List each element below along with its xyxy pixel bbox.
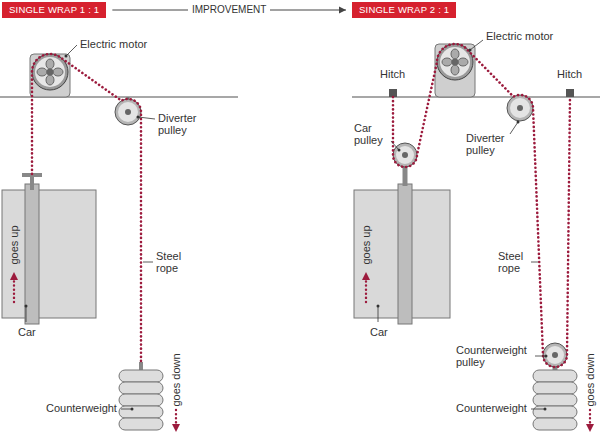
part-label: Steel rope (498, 250, 532, 274)
pulley-face (396, 146, 414, 164)
edge-label: IMPROVEMENT (188, 4, 270, 16)
steel-rope (32, 54, 141, 362)
leader-line (66, 45, 77, 56)
leader-line (391, 141, 399, 150)
car-frame (25, 184, 39, 324)
counterweight-disc (119, 394, 163, 406)
counterweight-disc (533, 382, 577, 394)
wheel-spoke (458, 58, 468, 66)
wheel-spoke (46, 75, 54, 85)
header-band: SINGLE WRAP 2 : 1 (352, 2, 456, 18)
leader-dot (377, 305, 380, 308)
arrow-head (362, 272, 370, 280)
leader-lines (26, 40, 546, 409)
part-label: Counterweight pulley (456, 344, 532, 368)
leader-dot (25, 305, 28, 308)
leader-line (531, 262, 538, 263)
part-label: Diverter pulley (158, 112, 208, 136)
pulley-face (546, 346, 564, 364)
part-label: Electric motor (80, 38, 147, 50)
motion-arrow (13, 279, 15, 302)
motion-arrow (365, 279, 367, 302)
leader-dot (137, 116, 140, 119)
wheel-hub (47, 69, 54, 76)
leader-line (26, 306, 27, 322)
leader-line (470, 40, 483, 50)
steel-rope (393, 44, 570, 367)
part-label: Counterweight (46, 402, 117, 414)
wheel-spoke (451, 49, 459, 59)
leader-line (531, 409, 545, 410)
part-label: Car pulley (354, 122, 390, 146)
pulley-hub (552, 352, 558, 358)
band-title: SINGLE WRAP 1 : 1 (9, 4, 99, 15)
counterweight-disc (533, 418, 577, 430)
wheel-spoke (451, 65, 459, 75)
counterweight-disc (119, 370, 163, 382)
counterweight-disc (533, 370, 577, 382)
counterweight-disc (119, 406, 163, 418)
leader-line (138, 117, 155, 119)
car-hook (30, 176, 34, 190)
part-label: Steel rope (156, 250, 190, 274)
motion-label: goes down (170, 353, 182, 406)
arrow-head (10, 272, 18, 280)
part-label: Car (370, 326, 388, 338)
leader-line (143, 262, 153, 263)
counterweight-disc (533, 406, 577, 418)
part-label: Counterweight (456, 402, 527, 414)
motion-arrow (175, 410, 177, 424)
leader-dot (545, 355, 548, 358)
leader-line (535, 356, 546, 357)
part-label: Hitch (557, 68, 582, 80)
pulley-face (510, 98, 530, 118)
wheel-face (440, 47, 470, 77)
band-title: SINGLE WRAP 2 : 1 (359, 4, 449, 15)
counterweight-disc (533, 394, 577, 406)
counterweight-hook (139, 362, 143, 370)
elevator-car (2, 190, 96, 318)
counterweight-disc (119, 382, 163, 394)
leader-dot (398, 149, 401, 152)
header-band: SINGLE WRAP 1 : 1 (2, 2, 106, 18)
wheel-spoke (46, 59, 54, 69)
wheel-spoke (442, 58, 452, 66)
part-label: Hitch (380, 68, 405, 80)
pulley-hub (517, 105, 523, 111)
wheel-spoke (53, 68, 63, 76)
leader-line (121, 409, 132, 410)
part-label: Electric motor (486, 30, 553, 42)
wheel-hub (452, 59, 459, 66)
part-label: Diverter pulley (466, 132, 512, 156)
hitch (566, 89, 574, 97)
wheel-face (35, 57, 65, 87)
pulley-hub (402, 152, 408, 158)
leader-dot (469, 49, 472, 52)
leader-dot (544, 408, 547, 411)
arrow-head (172, 424, 180, 432)
leader-dot (131, 408, 134, 411)
leader-line (510, 122, 518, 134)
wheel-spoke (37, 68, 47, 76)
leader-dot (517, 121, 520, 124)
pulley-face (118, 102, 138, 122)
arrow-head (339, 7, 346, 14)
part-label: Car (18, 326, 36, 338)
counterweight-disc (119, 418, 163, 430)
motion-label: goes up (8, 225, 20, 264)
motion-label: goes down (584, 353, 596, 406)
car-frame (398, 184, 412, 324)
leader-line (378, 306, 379, 322)
leader-dot (65, 55, 68, 58)
arrow-head (586, 424, 594, 432)
motion-arrow (589, 410, 591, 424)
leader-dots (25, 49, 548, 411)
pulley-hub (125, 109, 131, 115)
motion-label: goes up (360, 225, 372, 264)
